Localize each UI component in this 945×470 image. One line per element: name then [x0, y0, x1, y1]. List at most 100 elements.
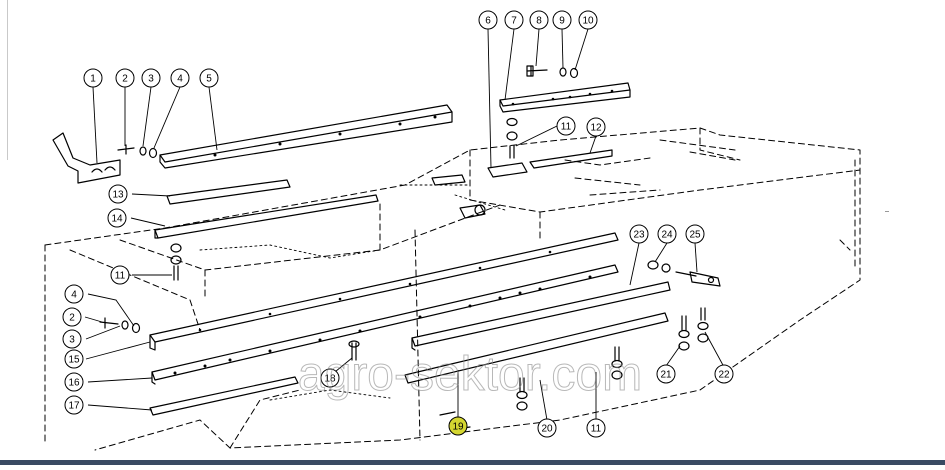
callout-circle: [685, 224, 705, 244]
callout-circle: [107, 208, 127, 228]
callout-label: 10: [582, 16, 594, 27]
callout-13: 13: [108, 184, 128, 204]
callout-circle: [714, 364, 734, 384]
callout-circle: [504, 10, 524, 30]
callout-16: 16: [64, 372, 84, 392]
nut-24: [647, 260, 659, 270]
washer-4-left: [131, 322, 141, 334]
watermark-text: agro-sektor.com: [298, 348, 642, 401]
plate-17: [149, 376, 299, 416]
nut-20: [516, 401, 528, 411]
callout-9: 9: [552, 10, 572, 30]
callout-7: 7: [504, 10, 524, 30]
callout-label: 12: [590, 123, 602, 134]
bracket-25: [689, 271, 721, 287]
callout-label: 24: [661, 230, 673, 241]
washer-3: [139, 146, 147, 156]
callout-6: 6: [478, 10, 498, 30]
callout-19: 19: [448, 416, 468, 436]
callout-label: 20: [541, 424, 553, 435]
callout-label: 19: [452, 422, 464, 433]
rail-15-edge: [149, 334, 156, 351]
callout-circle: [64, 372, 84, 392]
callout-circle: [552, 10, 572, 30]
bolt-2: [117, 144, 135, 155]
plate-6: [487, 162, 528, 178]
callout-circle: [448, 416, 468, 436]
callout-1: 1: [83, 68, 103, 88]
callout-label: 4: [71, 290, 77, 301]
rail-16-holes: [173, 275, 592, 375]
callout-label: 11: [561, 122, 572, 133]
part-bracket: [52, 132, 121, 184]
callout-label: 21: [660, 370, 672, 381]
callout-label: 2: [69, 313, 75, 324]
frame-plate: [431, 174, 466, 186]
bottom-bar: [0, 460, 945, 465]
angle-23-edge: [411, 337, 416, 351]
callout-label: 23: [633, 230, 645, 241]
callout-14: 14: [107, 208, 127, 228]
bolt-20: [519, 377, 525, 393]
callout-circle: [83, 68, 103, 88]
callout-label: 5: [206, 74, 212, 85]
callout-circle: [529, 10, 549, 30]
frame-hole: [474, 204, 486, 216]
callout-20: 20: [537, 418, 557, 438]
callout-11: 11: [110, 265, 130, 285]
callout-circle: [64, 284, 84, 304]
angle-14: [154, 194, 379, 239]
callout-circle: [629, 224, 649, 244]
callout-circle: [556, 116, 576, 136]
bolt-8-head: [526, 65, 534, 77]
callout-label: 3: [69, 335, 75, 346]
nut-14: [170, 243, 182, 253]
angle-14-edge: [154, 229, 159, 239]
callout-label: 17: [68, 401, 80, 412]
callout-circle: [586, 117, 606, 137]
callout-label: 11: [115, 271, 126, 282]
callout-23: 23: [629, 224, 649, 244]
callout-2: 2: [62, 307, 82, 327]
callout-circle: [170, 68, 190, 88]
callout-4: 4: [64, 284, 84, 304]
callout-3: 3: [62, 329, 82, 349]
callout-25: 25: [685, 224, 705, 244]
callout-circle: [537, 418, 557, 438]
tick-mark: [885, 211, 889, 212]
leader-lines: [84, 28, 725, 424]
rail-5-holes: [213, 115, 437, 157]
rail-16-edge: [151, 371, 156, 385]
callout-label: 7: [511, 16, 517, 27]
plate-12: [529, 149, 613, 169]
rail-16: [151, 264, 619, 381]
nut-21: [678, 341, 690, 351]
washer-14: [170, 255, 182, 265]
callout-5: 5: [199, 68, 219, 88]
callout-label: 13: [112, 190, 124, 201]
rail-7: [499, 82, 631, 113]
washer-top: [506, 131, 518, 141]
callout-10: 10: [578, 10, 598, 30]
callout-label: 16: [68, 378, 80, 389]
callout-circle: [64, 395, 84, 415]
nut-top: [506, 117, 518, 127]
rail-7-holes: [511, 89, 614, 106]
bracket-25-hole: [707, 276, 715, 284]
washer-4: [148, 147, 158, 159]
angle-23: [411, 281, 671, 347]
rail-5-edge: [159, 111, 453, 163]
callout-12: 12: [586, 117, 606, 137]
callout-label: 6: [485, 16, 491, 27]
callout-8: 8: [529, 10, 549, 30]
callout-label: 18: [324, 374, 336, 385]
bracket-notches: [91, 166, 116, 173]
nut-10: [569, 67, 579, 79]
callout-2: 2: [115, 68, 135, 88]
callout-circle: [108, 184, 128, 204]
washer-3-left: [121, 320, 129, 330]
callout-circle: [110, 265, 130, 285]
